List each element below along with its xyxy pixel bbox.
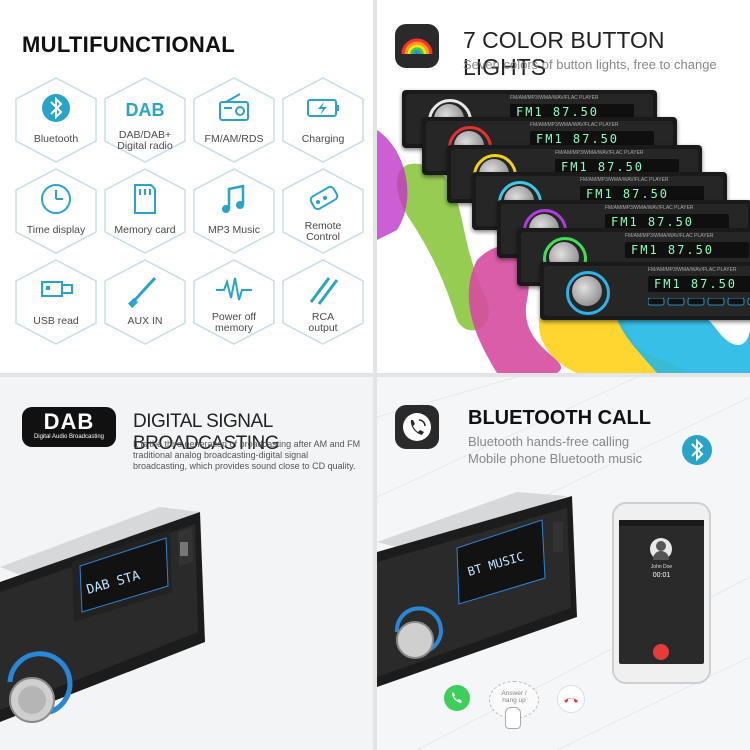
dab-panel: DAB Digital Audio Broadcasting DIGITAL S… [0, 377, 373, 750]
charging-icon [307, 99, 339, 117]
dab-logo-text: DAB [43, 409, 95, 434]
lcd-display: FM1 87.50 [605, 214, 729, 230]
phone-icon [452, 692, 462, 703]
multifunctional-panel: MULTIFUNCTIONAL Bluetooth DAB DAB/DAB+ Dig… [0, 0, 373, 373]
radio-icon [219, 93, 249, 121]
panel-title: BLUETOOTH CALL [468, 407, 651, 429]
feature-memory-card: Memory card [101, 167, 189, 255]
bluetooth-call-panel: BLUETOOTH CALL Bluetooth hands-free call… [377, 377, 750, 750]
hand-pointer-icon [505, 707, 521, 729]
feature-label: USB read [33, 315, 79, 327]
feature-clock: Time display [12, 167, 100, 255]
feature-aux-cable: AUX IN [101, 258, 189, 346]
lcd-display: FM1 87.50 [530, 131, 654, 147]
model-label: FM/AM/MP3/WMA/WAV/FLAC PLAYER [625, 233, 714, 239]
feature-label: FM/AM/RDS [204, 133, 264, 145]
panel-line-2: Mobile phone Bluetooth music [468, 451, 643, 466]
aux-cable-icon [128, 276, 157, 308]
panel-title: 7 COLOR BUTTON LIGHTS [463, 27, 665, 80]
rca-cable-icon [309, 277, 339, 305]
lcd-display: FM1 87.50 [580, 186, 704, 202]
model-label: FM/AM/MP3/WMA/WAV/FLAC PLAYER [555, 150, 644, 156]
lcd-display: FM1 87.50 [510, 104, 634, 120]
feature-label: Power off memory [211, 311, 257, 334]
panel-subtitle: Seven colors of button lights, free to c… [463, 57, 717, 72]
waveform-icon [216, 277, 252, 301]
feature-rca-cable: RCA output [279, 258, 367, 346]
clock-icon [41, 184, 71, 214]
music-note-icon [222, 184, 245, 213]
answer-button[interactable] [444, 685, 470, 711]
model-label: FM/AM/MP3/WMA/WAV/FLAC PLAYER [580, 177, 669, 183]
lcd-display: FM1 87.50 [555, 159, 679, 175]
feature-bluetooth: Bluetooth [12, 76, 100, 164]
usb-icon [41, 281, 73, 297]
smartphone: John Doe 00:01 [612, 502, 711, 684]
panel-title: DIGITAL SIGNAL BROADCASTING [133, 411, 280, 454]
model-label: FM/AM/MP3/WMA/WAV/FLAC PLAYER [648, 267, 737, 273]
feature-label: Memory card [114, 224, 176, 236]
car-radio-unit: FM/AM/MP3/WMA/WAV/FLAC PLAYER FM1 87.50 [540, 262, 750, 320]
panel-description: It is the third generation of broadcasti… [133, 439, 361, 471]
panel-line-1: Bluetooth hands-free calling [468, 434, 630, 449]
volume-knob[interactable] [572, 276, 602, 306]
dab-logo: DAB Digital Audio Broadcasting [22, 407, 116, 447]
model-label: FM/AM/MP3/WMA/WAV/FLAC PLAYER [605, 205, 694, 211]
car-radio-image: BT MUSIC [377, 492, 577, 687]
caller-avatar [650, 538, 672, 560]
bluetooth-icon [42, 94, 70, 122]
rainbow-icon [395, 24, 439, 68]
lcd-display: FM1 87.50 [625, 242, 749, 258]
reject-button[interactable] [557, 685, 585, 713]
dab-logo-subtext: Digital Audio Broadcasting [33, 434, 105, 440]
model-label: FM/AM/MP3/WMA/WAV/FLAC PLAYER [530, 122, 619, 128]
bluetooth-icon [682, 435, 712, 465]
feature-label: Charging [301, 133, 345, 145]
color-lights-panel: 7 COLOR BUTTON LIGHTS Seven colors of bu… [377, 0, 750, 373]
hang-up-button[interactable] [653, 644, 669, 660]
panel-title: MULTIFUNCTIONAL [22, 32, 236, 57]
caller-name: John Doe [650, 564, 673, 570]
dab-icon: DAB [126, 100, 165, 120]
feature-label: MP3 Music [208, 224, 260, 236]
phone-screen: John Doe 00:01 [619, 520, 704, 664]
background-grid [377, 377, 750, 750]
feature-waveform: Power off memory [190, 258, 278, 346]
feature-label: Remote Control [304, 220, 342, 243]
answer-hangup-hint: Answer / hang up [489, 681, 539, 719]
preset-buttons[interactable] [648, 298, 750, 306]
feature-music-note: MP3 Music [190, 167, 278, 255]
car-radio-image: DAB STA [0, 507, 205, 723]
feature-usb: USB read [12, 258, 100, 346]
answer-hangup-label: Answer / hang up [501, 690, 527, 704]
feature-dab: DAB DAB/DAB+ Digital radio [101, 76, 189, 164]
model-label: FM/AM/MP3/WMA/WAV/FLAC PLAYER [510, 95, 599, 101]
feature-label: Time display [26, 224, 86, 236]
remote-control-icon [309, 185, 339, 211]
feature-remote-control: Remote Control [279, 167, 367, 255]
feature-label: AUX IN [127, 315, 163, 327]
hang-up-icon [564, 698, 578, 703]
lcd-display: FM1 87.50 [648, 276, 750, 292]
feature-label: DAB/DAB+ Digital radio [117, 129, 173, 152]
knob-light-ring [566, 271, 610, 315]
call-timer: 00:01 [652, 572, 671, 579]
svg-text:DAB: DAB [126, 100, 165, 120]
feature-label: Bluetooth [33, 133, 79, 145]
feature-charging: Charging [279, 76, 367, 164]
phone-icon [395, 405, 439, 449]
feature-radio: FM/AM/RDS [190, 76, 278, 164]
feature-label: RCA output [308, 311, 338, 334]
divider-horizontal [0, 373, 750, 377]
memory-card-icon [134, 184, 156, 214]
